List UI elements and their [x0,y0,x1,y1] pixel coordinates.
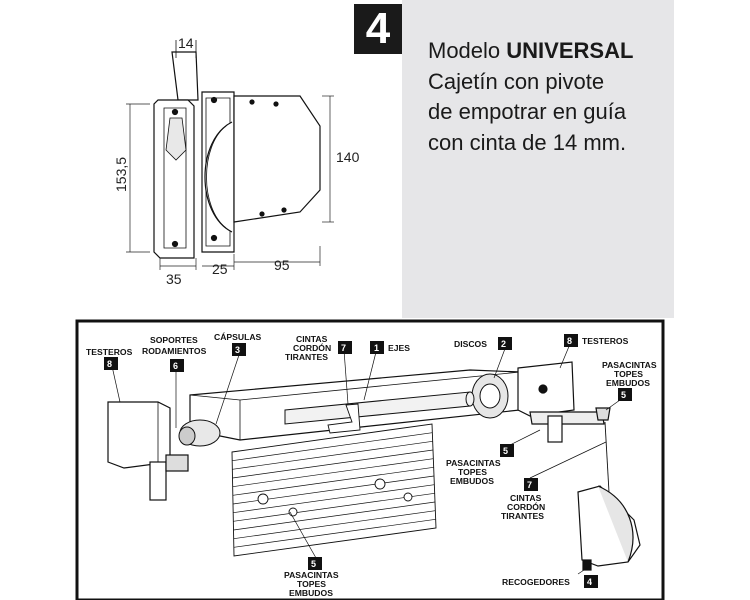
label-cintas-top-3: TIRANTES [285,352,328,362]
badge-discos: 2 [501,339,506,349]
slat-line [232,432,433,462]
slat-line [233,518,436,548]
label-testeros-right: TESTEROS [582,336,629,346]
label-pasacintas-right-1: PASACINTAS [602,360,657,370]
housing-body [233,95,321,223]
label-recogedores: RECOGEDORES [502,577,570,587]
dim-side-width: 25 [212,261,228,277]
description-line-4: con cinta de 14 mm. [428,129,627,155]
model-name: UNIVERSAL [506,38,634,63]
label-pasacintas-bottom-1: PASACINTAS [284,570,339,580]
label-capsulas: CÁPSULAS [214,332,262,342]
badge-pasacintas-bottom: 5 [311,559,316,569]
badge-testeros-right: 8 [567,336,572,346]
label-pasacintas-mid-3: EMBUDOS [450,476,494,486]
label-soportes-2: RODAMIENTOS [142,346,207,356]
technical-drawing: 14 153,5 140 35 25 95 [113,35,360,287]
slat-line [232,449,434,479]
left-end-cap [107,401,171,469]
label-ejes: EJES [388,343,410,353]
badge-cintas-bottom: 7 [527,480,532,490]
badge-pasacintas-mid: 5 [503,446,508,456]
dim-height-body: 140 [336,149,360,165]
slat-line [233,484,435,514]
dim-height-front: 153,5 [113,157,129,192]
label-cintas-bottom-2: CORDÓN [507,501,545,512]
label-cintas-top-1: CINTAS [296,334,328,344]
dim-body-depth: 95 [274,257,290,273]
model-number-badge: 4 [354,4,402,54]
badge-soportes: 6 [173,361,178,371]
strap [327,403,361,434]
slat-line [233,510,436,540]
badge-capsulas: 3 [235,345,240,355]
label-testeros-left: TESTEROS [86,347,133,357]
label-cintas-top-2: CORDÓN [293,342,331,353]
label-cintas-bottom-1: CINTAS [510,493,542,503]
dim-front-width: 35 [166,271,182,287]
description-line-3: de empotrar en guía [428,99,627,124]
badge-recogedores: 4 [587,577,592,587]
tape-strip [171,51,199,101]
badge-cintas-top: 7 [341,343,346,353]
description-line-1: Modelo UNIVERSAL [428,38,634,63]
model-description: Modelo UNIVERSAL Cajetín con pivote de e… [428,36,633,158]
slat-line [232,466,434,496]
slat-line [232,458,434,488]
label-discos: DISCOS [454,339,487,349]
description-panel [402,0,674,318]
label-pasacintas-mid-2: TOPES [458,467,487,477]
badge-pasacintas-right: 5 [621,390,626,400]
label-cintas-bottom-3: TIRANTES [501,511,544,521]
badge-testeros-left: 8 [107,359,112,369]
label-pasacintas-right-2: TOPES [614,369,643,379]
description-line-2: Cajetín con pivote [428,68,605,94]
dim-tape-width: 14 [178,35,194,51]
label-pasacintas-mid-1: PASACINTAS [446,458,501,468]
label-pasacintas-bottom-2: TOPES [297,579,326,589]
slat-line [232,440,433,470]
badge-ejes: 1 [374,343,379,353]
slat-line [233,501,436,531]
slat-line [233,492,435,522]
label-pasacintas-bottom-3: EMBUDOS [289,588,333,598]
label-pasacintas-right-3: EMBUDOS [606,378,650,388]
label-soportes-1: SOPORTES [150,335,198,345]
